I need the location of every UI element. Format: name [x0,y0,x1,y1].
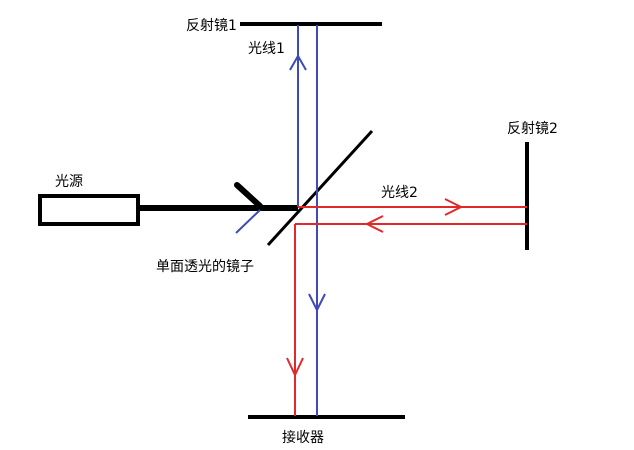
receiver-label: 接收器 [282,429,324,446]
ray-2-right-arrow [444,198,464,216]
mirror-1-label: 反射镜1 [186,18,237,34]
light-source-box [38,194,140,226]
beam-splitter [266,129,374,247]
ray-1-label: 光线1 [248,41,285,57]
mirror-2-label: 反射镜2 [507,121,558,137]
source-beam-arrowhead [234,182,263,209]
ray-2-down-arrow [286,357,304,378]
source-beam-arrowhead-lower [235,209,261,234]
ray-1-down-arrow [308,293,326,313]
ray-2-label: 光线2 [381,185,418,201]
ray-1-up-arrow [289,53,307,71]
light-source-label: 光源 [55,174,83,190]
ray-2-left-arrow [364,215,384,233]
beam-splitter-label: 单面透光的镜子 [156,259,254,275]
